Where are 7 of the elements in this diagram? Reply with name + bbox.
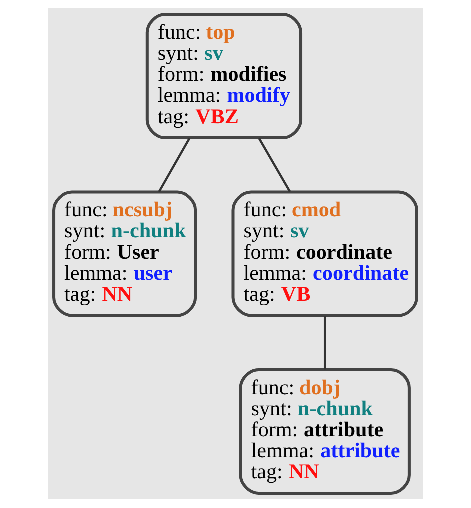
connector [324,316,326,370]
connector [158,138,191,193]
node-box: func: dobj synt: n-chunk form: attribute lemma: attribute tag: NN [239,368,411,495]
connector [258,138,292,193]
node-box: func: ncsubj synt: n-chunk form: User lemma: user tag: NN [52,190,198,318]
node-box: func: cmod synt: sv form: coordinate lemma: coordinate tag: VB [232,190,418,318]
node-box: func: top synt: sv form: modifies lemma: modify tag: VBZ [146,13,303,140]
